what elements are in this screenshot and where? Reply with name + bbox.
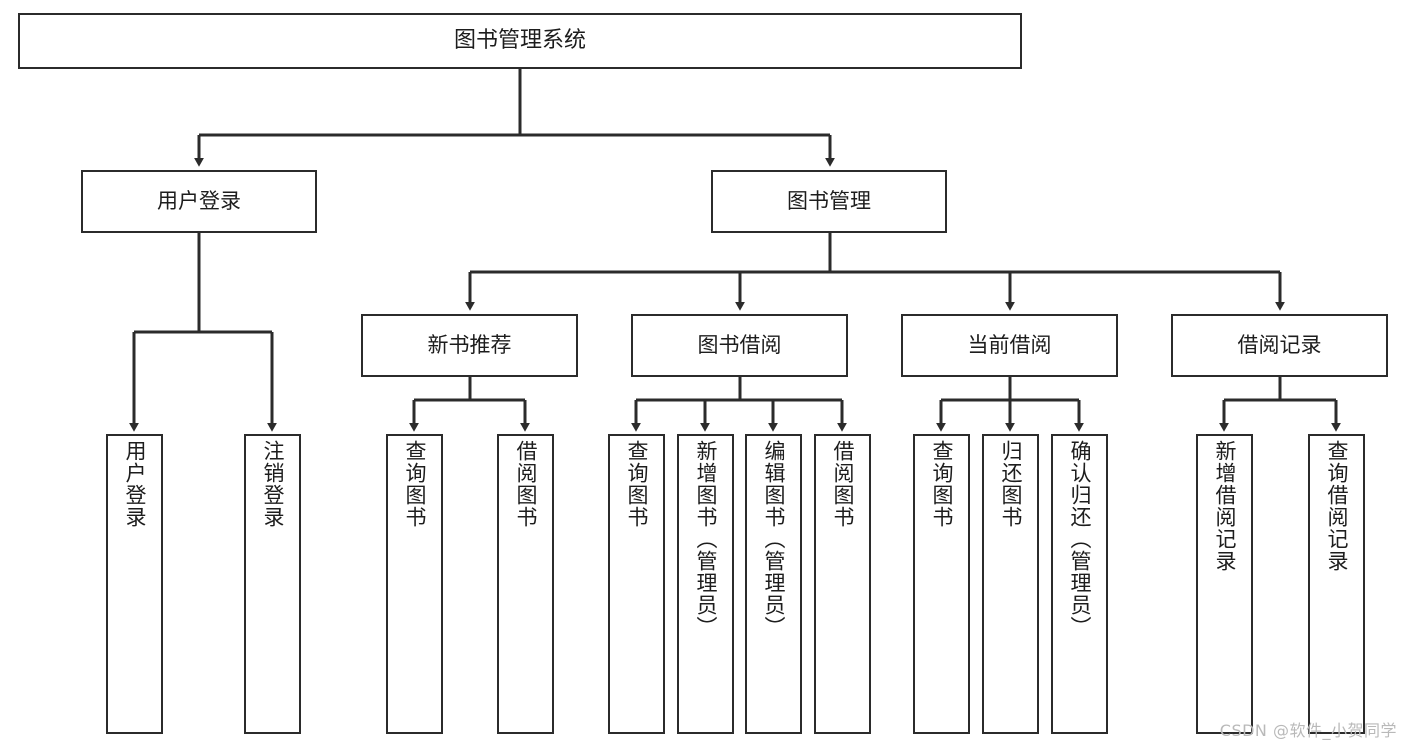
leaf-borrow-record-add[interactable]: 新增借阅记录: [1196, 434, 1253, 734]
node-label: 查询图书: [930, 440, 954, 528]
csdn-watermark: CSDN @软件_小贺同学: [1219, 721, 1397, 740]
node-book-management[interactable]: 图书管理: [711, 170, 947, 233]
node-current-borrowing[interactable]: 当前借阅: [901, 314, 1118, 377]
node-label: 借阅图书: [831, 440, 855, 528]
node-label: 借阅记录: [1237, 333, 1322, 358]
node-book-borrowing[interactable]: 图书借阅: [631, 314, 848, 377]
leaf-borrow-book-add-admin[interactable]: 新增图书（管理员）: [677, 434, 734, 734]
leaf-new-book-query[interactable]: 查询图书: [386, 434, 443, 734]
node-label: 借阅图书: [514, 440, 538, 528]
node-label: 图书管理系统: [453, 28, 586, 54]
node-label: 图书管理: [787, 189, 871, 214]
node-label: 查询图书: [403, 440, 427, 528]
node-label: 用户登录: [157, 189, 241, 214]
leaf-current-borrow-return[interactable]: 归还图书: [982, 434, 1039, 734]
leaf-borrow-book-query[interactable]: 查询图书: [608, 434, 665, 734]
leaf-borrow-book-borrow[interactable]: 借阅图书: [814, 434, 871, 734]
node-label: 归还图书: [999, 440, 1023, 528]
leaf-borrow-record-query[interactable]: 查询借阅记录: [1308, 434, 1365, 734]
leaf-current-borrow-query[interactable]: 查询图书: [913, 434, 970, 734]
node-label: 新书推荐: [427, 333, 512, 358]
node-label: 新增图书（管理员）: [694, 440, 718, 638]
leaf-current-borrow-confirm-admin[interactable]: 确认归还（管理员）: [1051, 434, 1108, 734]
node-label: 查询借阅记录: [1325, 440, 1349, 572]
node-label: 确认归还（管理员）: [1068, 440, 1092, 638]
leaf-new-book-borrow[interactable]: 借阅图书: [497, 434, 554, 734]
node-borrow-records[interactable]: 借阅记录: [1171, 314, 1388, 377]
node-label: 当前借阅: [967, 333, 1052, 358]
node-label: 编辑图书（管理员）: [762, 440, 786, 638]
node-new-book-recommendation[interactable]: 新书推荐: [361, 314, 578, 377]
leaf-user-login-login[interactable]: 用户登录: [106, 434, 163, 734]
node-user-login[interactable]: 用户登录: [81, 170, 317, 233]
node-label: 查询图书: [625, 440, 649, 528]
node-label: 用户登录: [123, 440, 147, 528]
node-root-library-system[interactable]: 图书管理系统: [18, 13, 1022, 69]
node-label: 新增借阅记录: [1213, 440, 1237, 572]
leaf-borrow-book-edit-admin[interactable]: 编辑图书（管理员）: [745, 434, 802, 734]
node-label: 图书借阅: [697, 333, 782, 358]
node-label: 注销登录: [261, 440, 285, 528]
leaf-user-login-logout[interactable]: 注销登录: [244, 434, 301, 734]
